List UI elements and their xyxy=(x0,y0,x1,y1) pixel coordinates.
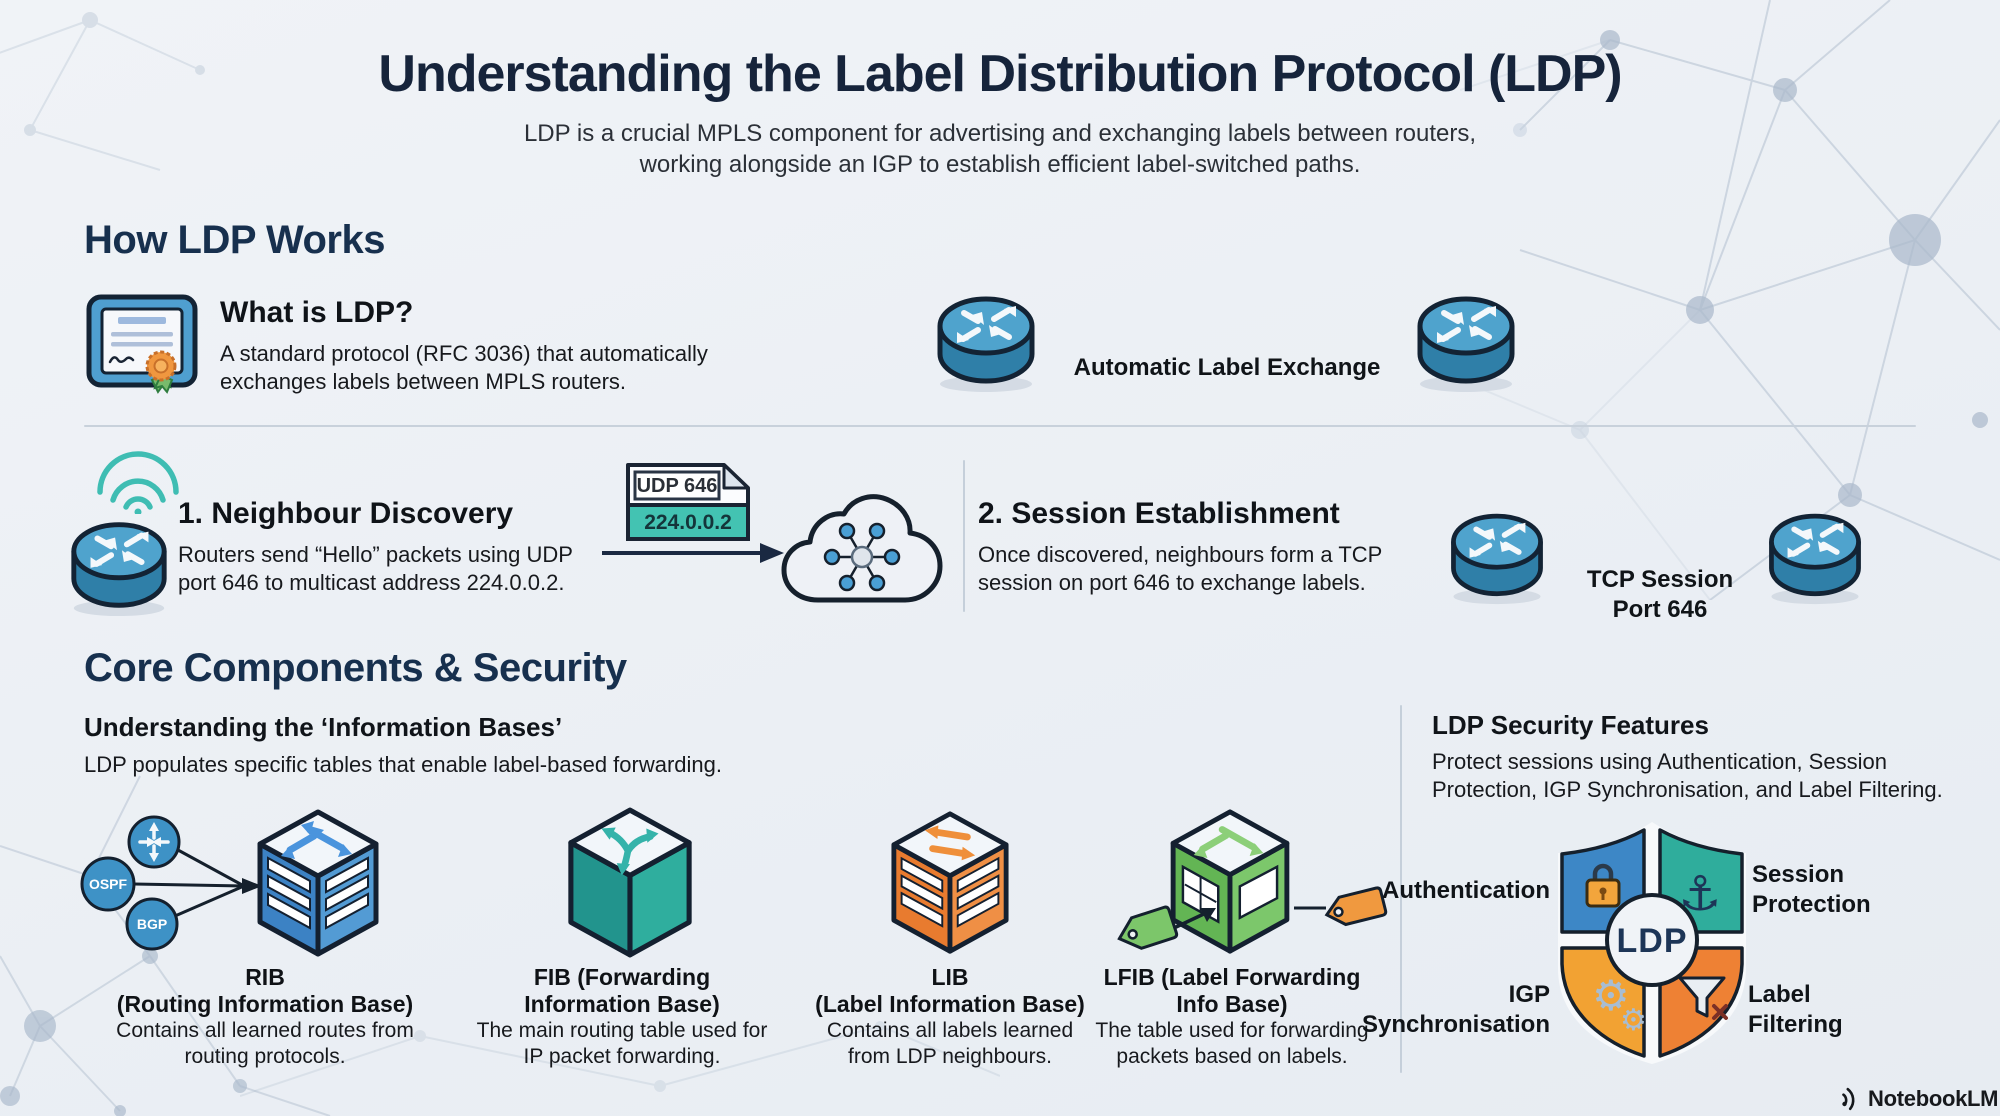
packet-port-label: UDP 646 xyxy=(637,475,718,497)
session-protection-line2: Protection xyxy=(1752,891,1871,918)
step1-body-line2: port 646 to multicast address 224.0.0.2. xyxy=(178,570,565,595)
label-filtering-line1: Label xyxy=(1748,981,1811,1008)
bgp-badge: BGP xyxy=(125,897,179,951)
flow-arrow xyxy=(602,543,784,563)
feature-label-authentication: Authentication xyxy=(1382,877,1550,904)
what-is-ldp-body-line1: A standard protocol (RFC 3036) that auto… xyxy=(220,341,708,366)
converge-arrowhead xyxy=(242,878,262,894)
section-heading-how-ldp-works: How LDP Works xyxy=(84,218,385,262)
fib-cube-icon xyxy=(568,807,692,958)
router-protocol-icon xyxy=(127,815,181,869)
step-divider xyxy=(963,460,965,612)
lfib-name-line1: LFIB (Label Forwarding xyxy=(1103,964,1361,990)
outgoing-label-tag-icon xyxy=(1294,886,1388,927)
info-bases-body: LDP populates specific tables that enabl… xyxy=(84,752,722,777)
step2-heading: 2. Session Establishment xyxy=(978,497,1340,530)
router-icon xyxy=(1451,513,1543,605)
page-subtitle-line2: working alongside an IGP to establish ef… xyxy=(639,151,1361,178)
notebooklm-icon xyxy=(1842,1087,1855,1111)
network-cloud-icon xyxy=(781,494,943,603)
lib-name-line2: (Label Information Base) xyxy=(815,991,1085,1017)
rib-name-line2: (Routing Information Base) xyxy=(116,991,414,1017)
lock-icon xyxy=(1585,863,1621,908)
section-heading-core-components: Core Components & Security xyxy=(84,646,627,690)
automatic-label-exchange-caption: Automatic Label Exchange xyxy=(1073,354,1381,381)
feature-label-session-protection: Session Protection xyxy=(1752,860,1871,920)
udp-packet-icon: UDP 646 224.0.0.2 xyxy=(626,463,750,541)
certificate-icon xyxy=(86,294,198,394)
ospf-badge: OSPF xyxy=(80,856,136,912)
security-body-line2: Protection, IGP Synchronisation, and Lab… xyxy=(1432,777,1943,802)
security-section-divider xyxy=(1400,705,1402,1073)
packet-address-label: 224.0.0.2 xyxy=(644,511,732,534)
fib-name-line2: Information Base) xyxy=(524,991,720,1017)
what-is-ldp-heading: What is LDP? xyxy=(220,296,414,329)
step1-body-line1: Routers send “Hello” packets using UDP xyxy=(178,542,573,567)
security-heading: LDP Security Features xyxy=(1432,710,1709,740)
rib-cube-icon xyxy=(257,809,379,957)
security-body-line1: Protect sessions using Authentication, S… xyxy=(1432,749,1887,774)
fib-desc-line2: IP packet forwarding. xyxy=(523,1045,721,1068)
section-divider xyxy=(84,425,1916,427)
ldp-security-shield: ⚓ ⚙ ⚙ LDP xyxy=(1558,822,1746,1064)
igp-sync-line1: IGP xyxy=(1508,981,1550,1008)
rib-desc-line2: routing protocols. xyxy=(184,1045,346,1068)
notebooklm-wordmark: NotebookLM xyxy=(1868,1086,1999,1111)
routing-sources-cluster: OSPF BGP xyxy=(80,815,262,951)
feature-label-label-filtering: Label Filtering xyxy=(1748,980,1843,1040)
gear-icon: ⚙ xyxy=(1620,1003,1647,1038)
router-icon xyxy=(1417,296,1515,392)
filter-icon xyxy=(1678,976,1728,1020)
router-icon xyxy=(937,296,1035,392)
router-icon xyxy=(1769,513,1861,605)
lib-desc-line1: Contains all labels learned xyxy=(826,1019,1074,1042)
igp-sync-line2: Synchronisation xyxy=(1361,1011,1550,1038)
tcp-session-caption-line2: Port 646 xyxy=(1612,596,1708,623)
ospf-label: OSPF xyxy=(89,876,128,892)
gear-icon: ⚙ xyxy=(1592,971,1630,1020)
fib-name-line1: FIB (Forwarding xyxy=(533,964,711,990)
what-is-ldp-body-line2: exchanges labels between MPLS routers. xyxy=(220,369,627,394)
shield-center-label: LDP xyxy=(1617,922,1688,960)
wifi-icon xyxy=(97,451,179,514)
info-bases-heading: Understanding the ‘Information Bases’ xyxy=(84,712,563,742)
lfib-desc-line2: packets based on labels. xyxy=(1116,1045,1348,1068)
router-icon xyxy=(71,522,167,617)
lfib-desc-line1: The table used for forwarding xyxy=(1095,1019,1369,1042)
label-filtering-line2: Filtering xyxy=(1748,1011,1843,1038)
rib-name-line1: RIB xyxy=(245,964,285,990)
incoming-label-tag-icon xyxy=(1117,905,1216,950)
bgp-label: BGP xyxy=(137,916,167,932)
page-subtitle-line1: LDP is a crucial MPLS component for adve… xyxy=(523,120,1477,147)
lib-cube-icon xyxy=(891,811,1009,954)
step1-heading: 1. Neighbour Discovery xyxy=(178,497,514,530)
lib-desc-line2: from LDP neighbours. xyxy=(848,1045,1052,1068)
fib-text-block: FIB (Forwarding Information Base) The ma… xyxy=(457,964,787,1070)
step2-body-line1: Once discovered, neighbours form a TCP xyxy=(978,542,1383,567)
step2-body-line2: session on port 646 to exchange labels. xyxy=(978,570,1366,595)
session-protection-line1: Session xyxy=(1752,861,1845,888)
lib-text-block: LIB (Label Information Base) Contains al… xyxy=(785,964,1115,1070)
rib-desc-line1: Contains all learned routes from xyxy=(116,1019,414,1042)
lfib-cube-icon xyxy=(1170,809,1290,954)
page-title: Understanding the Label Distribution Pro… xyxy=(378,45,1622,103)
feature-label-igp-sync: IGP Synchronisation xyxy=(1340,980,1550,1040)
fib-desc-line1: The main routing table used for xyxy=(476,1019,768,1042)
lib-name-line1: LIB xyxy=(931,964,969,990)
rib-text-block: RIB (Routing Information Base) Contains … xyxy=(100,964,430,1070)
tcp-session-caption-line1: TCP Session xyxy=(1586,566,1734,593)
lfib-text-block: LFIB (Label Forwarding Info Base) The ta… xyxy=(1067,964,1397,1070)
lfib-name-line2: Info Base) xyxy=(1176,991,1288,1017)
